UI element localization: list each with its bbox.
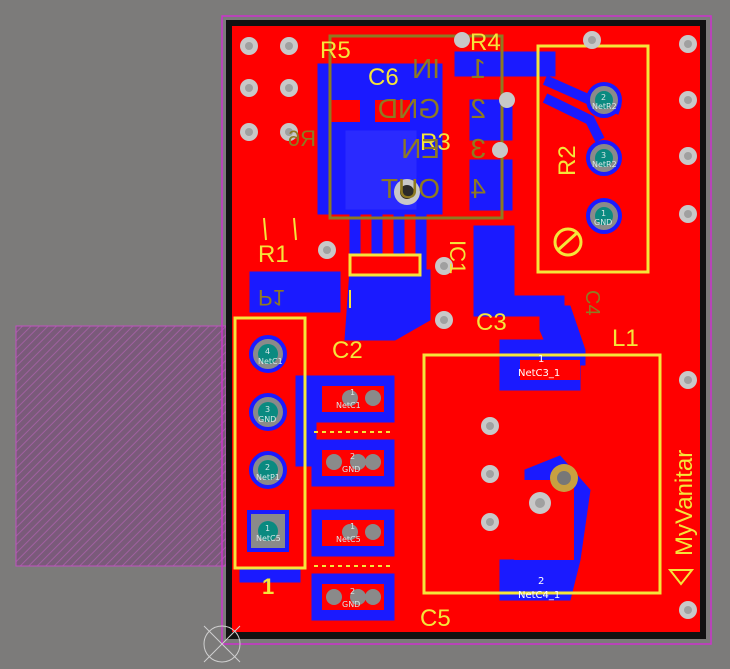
origin-marker-icon: [203, 625, 241, 663]
pad-label-net: NetC4_1: [518, 590, 560, 601]
pad-label-num: 2: [350, 587, 355, 596]
label-connector-pin1: 1: [262, 574, 274, 599]
inductor-l1-holes: [529, 464, 578, 514]
label-reg-pin4: 4: [470, 173, 486, 204]
label-r3: R3: [420, 129, 451, 156]
connector-p1: [247, 335, 289, 552]
label-c3: C3: [476, 309, 507, 336]
smd-cap-pads: [326, 390, 381, 605]
label-reg-gnd: GND: [378, 93, 440, 124]
label-c5: C5: [420, 605, 451, 632]
pad-label-net: GND: [342, 600, 360, 609]
pot-pad-labels: 2 NetR2 3 NetR2 1 GND: [592, 93, 617, 227]
label-r2: R2: [554, 145, 581, 176]
board-outline: [221, 15, 712, 645]
top-copper-pour: [232, 26, 700, 632]
pad-label-num: 2: [601, 93, 606, 102]
pad-label-num: 3: [265, 405, 270, 414]
brand-label: MyVanitar: [671, 450, 698, 556]
via-array: [240, 31, 697, 619]
pad-label-net: NetC1: [258, 357, 283, 366]
label-reg-pin3: 3: [470, 133, 486, 164]
pad-label-num: 1: [350, 522, 355, 531]
label-reg-in: IN: [412, 53, 440, 84]
silkscreen-layer: [233, 34, 695, 595]
label-r5: R5: [320, 37, 351, 64]
pad-label-net: NetC1: [336, 401, 361, 410]
label-ic1: IC1: [445, 240, 470, 274]
connector-pad-labels: 4 NetC1 3 GND 2 NetP1 1 NetC5: [256, 347, 283, 543]
label-r1: R1: [258, 241, 289, 268]
label-c4: C4: [581, 290, 603, 316]
pad-label-net: NetR2: [592, 102, 617, 111]
label-p1: P1: [258, 285, 285, 310]
pad-label-net: NetC5: [256, 534, 281, 543]
mechanical-hatched-region: [15, 325, 227, 567]
pad-label-num: 2: [538, 576, 544, 587]
regulator-tab-hole: [394, 179, 420, 205]
pad-label-num: 1: [350, 388, 355, 397]
label-c2: C2: [332, 337, 363, 364]
label-r6: R6: [288, 126, 316, 151]
label-r4: R4: [470, 29, 501, 56]
pad-label-num: 1: [265, 524, 270, 533]
pad-label-net: NetC3_1: [518, 368, 560, 379]
label-c6: C6: [368, 64, 399, 91]
pad-label-num: 2: [265, 463, 270, 472]
pad-label-num: 1: [601, 209, 606, 218]
label-reg-out: OUT: [381, 173, 440, 204]
pad-label-net: NetC5: [336, 535, 361, 544]
label-reg-pin2: 2: [470, 93, 486, 124]
pad-label-num: 2: [350, 452, 355, 461]
label-l1: L1: [612, 325, 639, 352]
smd-pad-labels: 1 NetC1 2 GND 1 NetC5 2 GND: [336, 388, 361, 609]
pad-label-num: 1: [538, 354, 544, 365]
label-reg-pin1: 1: [470, 53, 486, 84]
pad-label-net: GND: [258, 415, 276, 424]
pot-r2-pads: [586, 82, 622, 234]
pad-label-net: GND: [342, 465, 360, 474]
pad-label-net: NetP1: [256, 473, 280, 482]
inductor-pad-labels: 1 NetC3_1 2 NetC4_1: [518, 354, 560, 601]
label-reg-en: EN: [401, 133, 440, 164]
pad-label-net: NetR2: [592, 160, 617, 169]
pad-label-net: GND: [594, 218, 612, 227]
pad-label-num: 3: [601, 151, 606, 160]
pad-label-num: 4: [265, 347, 270, 356]
